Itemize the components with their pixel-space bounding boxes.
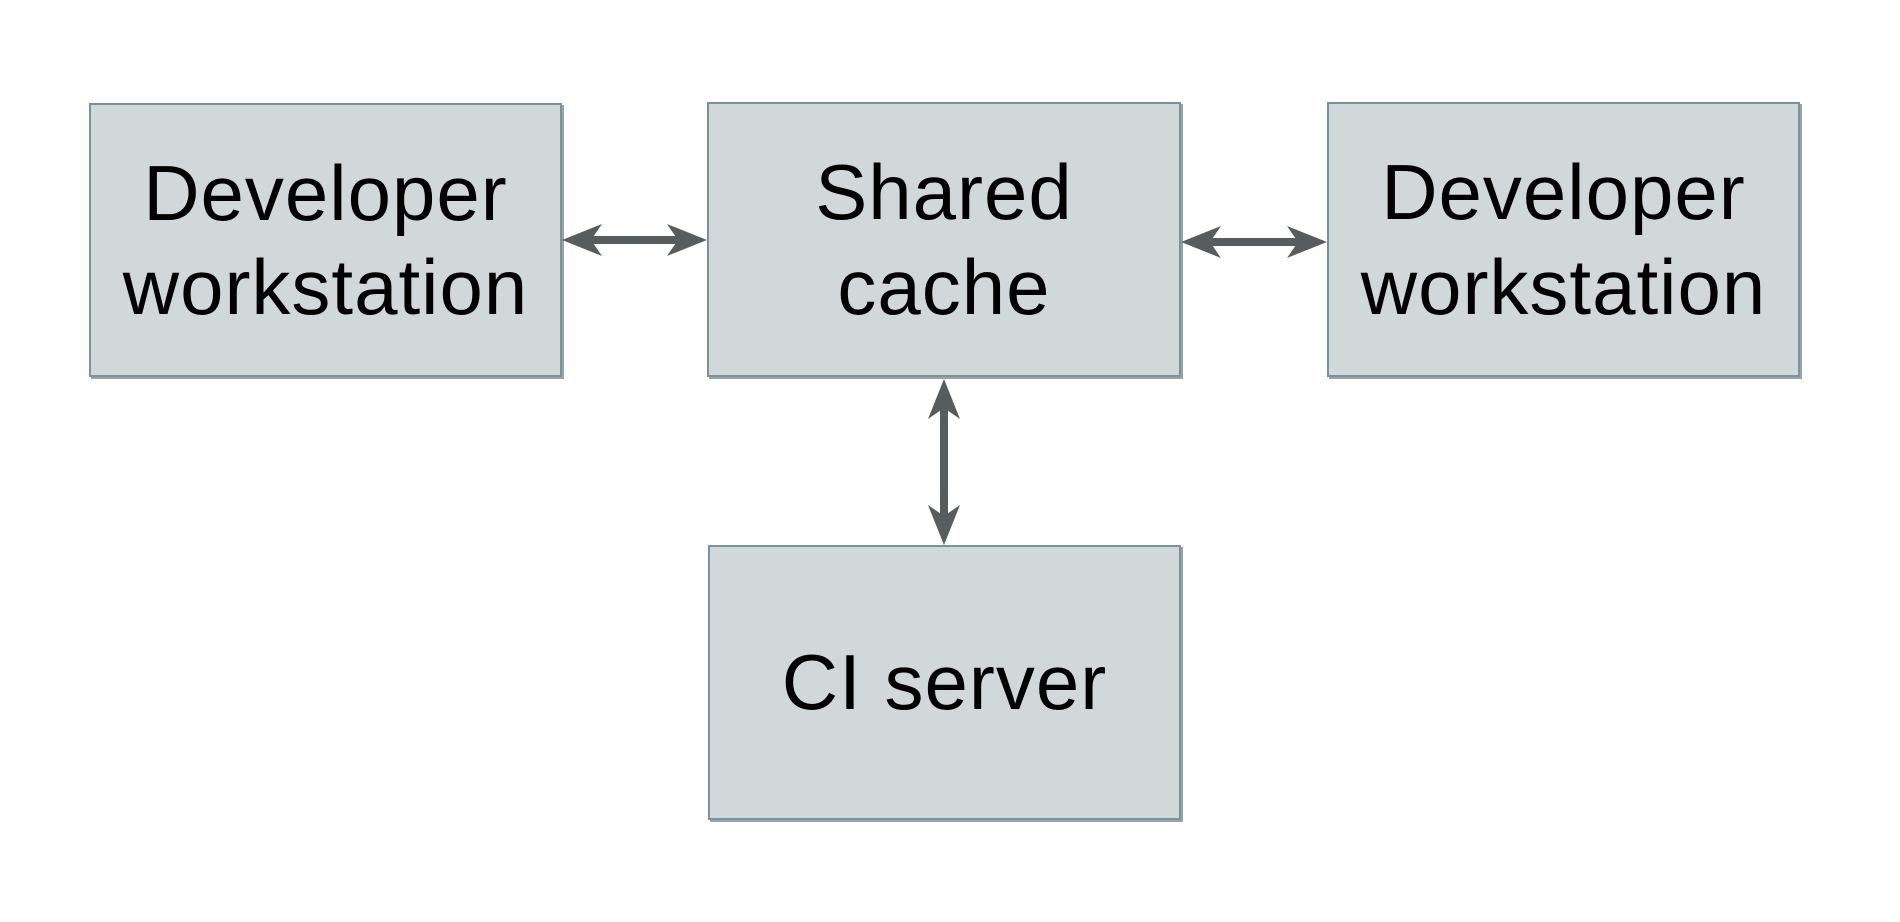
node-developer-workstation-right: Developer workstation	[1327, 102, 1800, 377]
node-ci-server: CI server	[708, 545, 1181, 820]
node-developer-workstation-left: Developer workstation	[89, 103, 562, 377]
double-arrow-cache-ci-server	[924, 379, 964, 545]
double-arrow-left-workstation-cache	[562, 220, 707, 260]
double-arrow-cache-right-workstation	[1181, 222, 1327, 262]
node-shared-cache: Shared cache	[707, 102, 1181, 377]
